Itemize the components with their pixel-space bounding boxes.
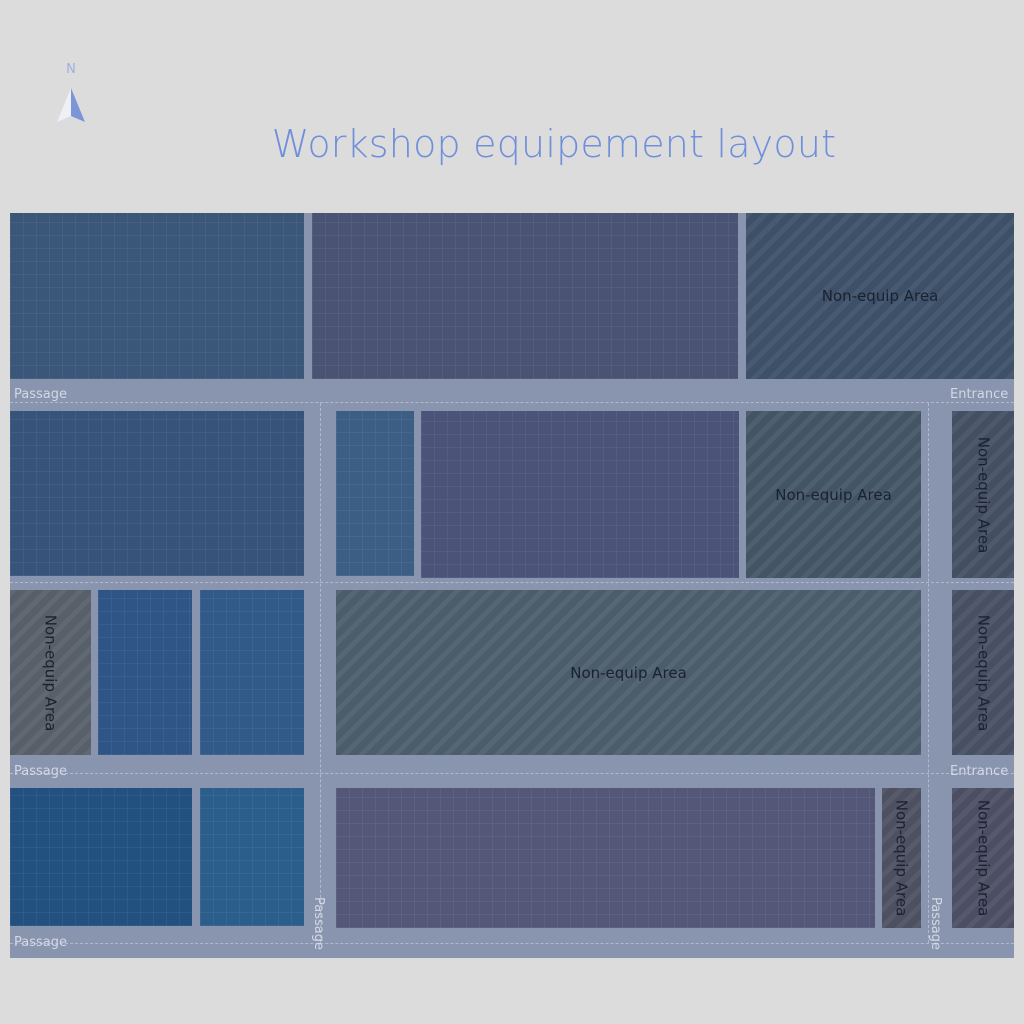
equipment-zone[interactable] (200, 788, 304, 926)
non-equip-zone[interactable]: Non-equip Area (952, 788, 1014, 928)
passage-centerline (10, 402, 1014, 403)
passage-label: Passage (14, 764, 67, 779)
equipment-zone[interactable] (10, 411, 304, 576)
passage-centerline (10, 943, 1014, 944)
zone-label: Non-equip Area (974, 436, 992, 553)
non-equip-zone[interactable]: Non-equip Area (952, 590, 1014, 755)
equipment-zone[interactable] (10, 788, 192, 926)
passage-centerline (10, 773, 1014, 774)
equipment-zone[interactable] (312, 213, 738, 379)
non-equip-zone[interactable]: Non-equip Area (882, 788, 921, 928)
entrance-label: Entrance (950, 387, 1009, 402)
compass-north-label: N (66, 62, 76, 77)
zone-label: Non-equip Area (821, 287, 939, 305)
non-equip-zone[interactable]: Non-equip Area (746, 213, 1014, 379)
non-equip-zone[interactable]: Non-equip Area (746, 411, 921, 578)
equipment-zone[interactable] (336, 788, 875, 928)
non-equip-zone[interactable]: Non-equip Area (336, 590, 921, 755)
equipment-zone[interactable] (98, 590, 192, 755)
passage-label: Passage (14, 387, 67, 402)
equipment-zone[interactable] (336, 411, 414, 576)
passage-centerline (320, 403, 321, 943)
equipment-zone[interactable] (10, 213, 304, 379)
north-arrow: N (52, 62, 92, 128)
zone-label: Non-equip Area (974, 614, 992, 731)
passage-label: Passage (928, 897, 943, 950)
passage-label: Passage (14, 935, 67, 950)
map-title: Workshop equipement layout (271, 122, 837, 166)
non-equip-zone[interactable]: Non-equip Area (10, 590, 91, 755)
north-arrow-icon (57, 88, 85, 122)
non-equip-zone[interactable]: Non-equip Area (952, 411, 1014, 578)
entrance-label: Entrance (950, 764, 1009, 779)
zone-label: Non-equip Area (570, 663, 687, 682)
passage-centerline (10, 582, 1014, 583)
passage-label: Passage (311, 897, 326, 950)
zone-label: Non-equip Area (974, 799, 992, 917)
equipment-zone[interactable] (200, 590, 304, 755)
passage-centerline (928, 403, 929, 943)
zone-label: Non-equip Area (775, 485, 892, 504)
zone-label: Non-equip Area (892, 799, 911, 917)
equipment-zone[interactable] (421, 411, 739, 578)
zone-label: Non-equip Area (41, 614, 60, 731)
